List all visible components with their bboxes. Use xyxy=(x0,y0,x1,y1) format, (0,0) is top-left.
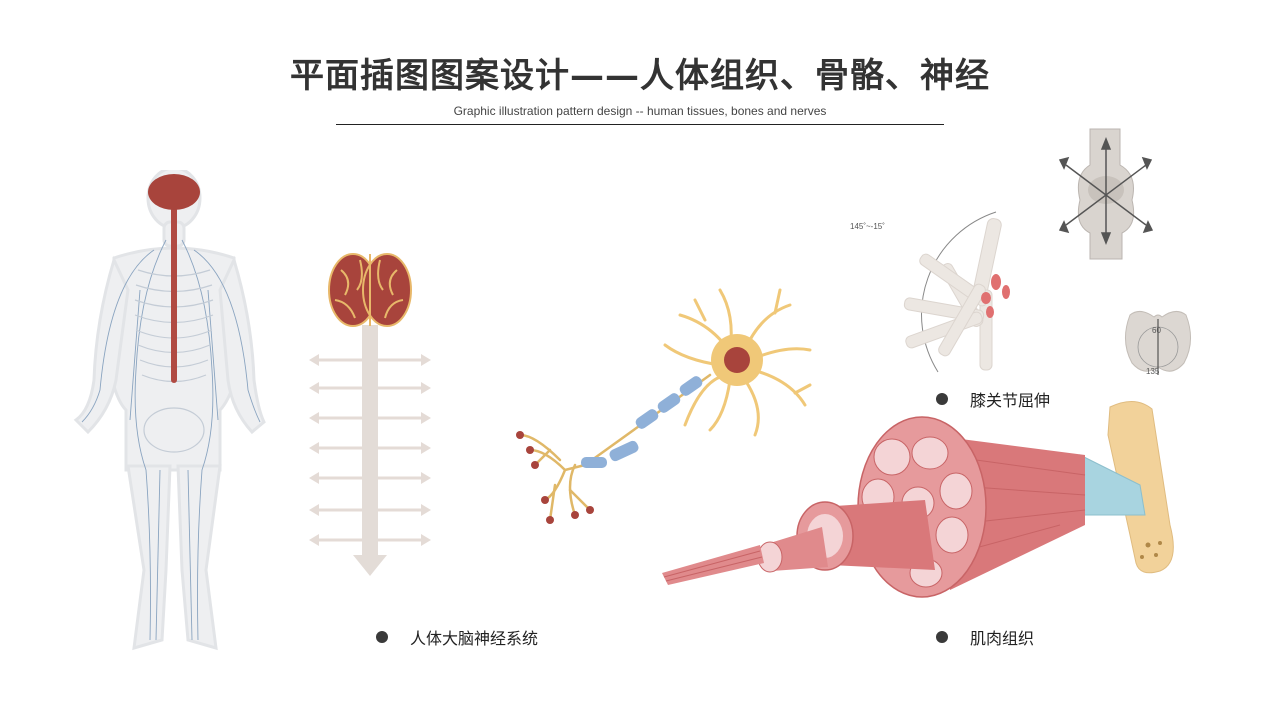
caption-nervous-system-text: 人体大脑神经系统 xyxy=(410,629,539,648)
caption-muscle: 肌肉组织 xyxy=(936,625,1034,649)
human-nervous-system-figure xyxy=(73,170,266,651)
patella-angle-top: 60 xyxy=(1152,326,1161,335)
caption-muscle-text: 肌肉组织 xyxy=(970,629,1035,648)
caption-knee-text: 膝关节屈伸 xyxy=(970,391,1051,410)
caption-nervous-system: 人体大脑神经系统 xyxy=(376,625,538,649)
neuron-figure xyxy=(516,288,812,524)
knee-range-label: 145˚~-15˚ xyxy=(850,222,885,231)
page-subtitle: Graphic illustration pattern design -- h… xyxy=(453,104,827,118)
caption-knee: 膝关节屈伸 xyxy=(936,387,1050,411)
title-divider xyxy=(336,124,944,125)
patella-angle-bottom: 135 xyxy=(1146,367,1160,376)
bullet-dot xyxy=(936,631,948,643)
page-title: 平面插图图案设计——人体组织、骨骼、神经 xyxy=(290,56,990,96)
muscle-tissue-figure xyxy=(662,401,1174,598)
brain-spinal-cord-figure xyxy=(309,253,431,576)
patella-rotation-figure xyxy=(1125,311,1191,375)
knee-joint-rotation-figure xyxy=(1058,128,1153,260)
knee-flexion-figure xyxy=(903,211,1010,373)
bullet-dot xyxy=(376,631,388,643)
bullet-dot xyxy=(936,393,948,405)
